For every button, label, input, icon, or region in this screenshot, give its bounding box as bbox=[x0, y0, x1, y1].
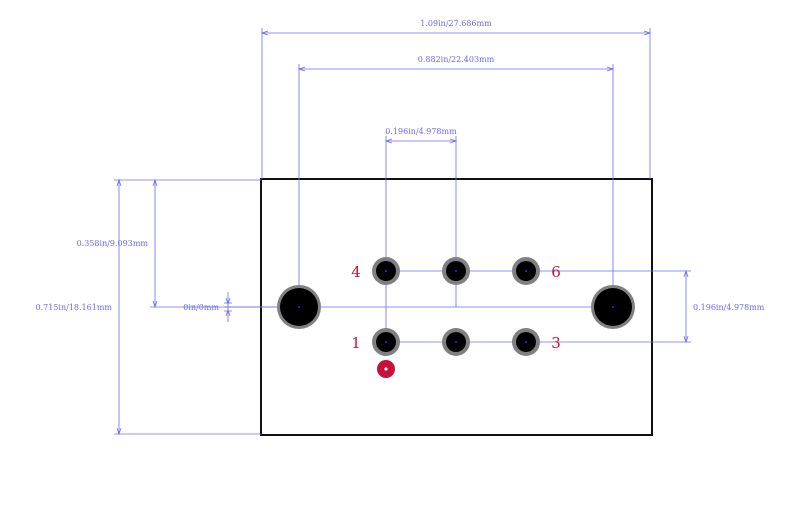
zero-offset-arrow-top bbox=[225, 297, 231, 306]
zero-offset-arrow-bottom bbox=[225, 308, 231, 317]
pin-label-3: 3 bbox=[551, 334, 561, 352]
pad-center bbox=[385, 341, 387, 343]
dimension-lines bbox=[114, 28, 691, 436]
pin-label-6: 6 bbox=[551, 263, 561, 281]
mount-offset-label: 0.358in/9.093mm bbox=[77, 239, 149, 248]
mount-spacing-label: 0.882in/22.403mm bbox=[418, 55, 495, 64]
pin1-marker bbox=[377, 360, 395, 378]
mounting-hole-right bbox=[591, 285, 635, 329]
pad-1 bbox=[372, 328, 400, 356]
mounting-hole-center bbox=[612, 306, 614, 308]
pad-4 bbox=[372, 257, 400, 285]
pin-label-1: 1 bbox=[351, 334, 361, 352]
pad-center bbox=[455, 341, 457, 343]
pin1-dot-center bbox=[384, 367, 388, 371]
mount-spacing-arrow-left bbox=[297, 66, 306, 72]
pin-label-4: 4 bbox=[351, 263, 361, 281]
pin-pitch-label: 0.196in/4.978mm bbox=[385, 127, 457, 136]
overall-width-arrow-right bbox=[643, 30, 652, 36]
pin-vpitch-label: 0.196in/4.978mm bbox=[693, 303, 765, 312]
pin-vpitch-arrow-bottom bbox=[683, 335, 689, 344]
pin-vpitch-arrow-top bbox=[683, 269, 689, 278]
pad-center bbox=[385, 270, 387, 272]
mount-spacing-arrow-right bbox=[606, 66, 615, 72]
pin-pitch-arrow-left bbox=[384, 138, 393, 144]
pad-center bbox=[525, 341, 527, 343]
pad-5 bbox=[442, 257, 470, 285]
pad-center bbox=[455, 270, 457, 272]
pin-pitch-arrow-right bbox=[449, 138, 458, 144]
mounting-hole-center bbox=[298, 306, 300, 308]
pad-3 bbox=[512, 328, 540, 356]
pad-center bbox=[525, 270, 527, 272]
overall-height-label: 0.715in/18.161mm bbox=[36, 303, 113, 312]
overall-height-arrow-top bbox=[116, 178, 122, 187]
overall-height-arrow-bottom bbox=[116, 427, 122, 436]
overall-width-arrow-left bbox=[260, 30, 269, 36]
pad-2 bbox=[442, 328, 470, 356]
overall-width-label: 1.09in/27.686mm bbox=[420, 19, 492, 28]
mount-offset-arrow-top bbox=[152, 178, 158, 187]
mounting-hole-left bbox=[277, 285, 321, 329]
zero-offset-label: 0in/0mm bbox=[183, 303, 219, 312]
pad-6 bbox=[512, 257, 540, 285]
